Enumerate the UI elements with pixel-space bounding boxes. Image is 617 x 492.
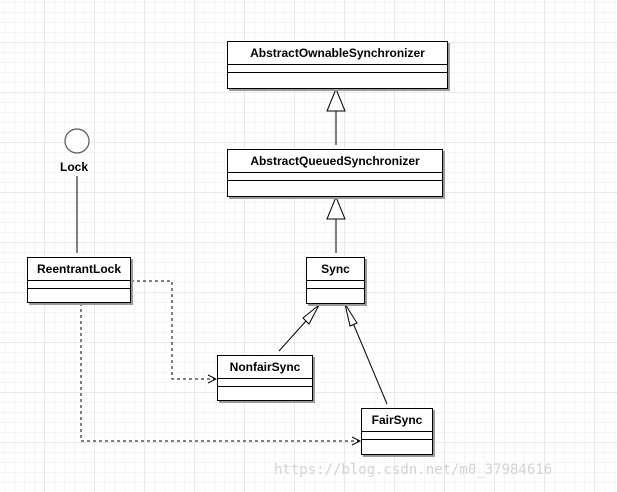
class-fair-sync: FairSync — [361, 408, 433, 455]
class-attributes-section — [218, 379, 312, 387]
nonfair-to-sync-line — [278, 320, 307, 352]
class-methods-section — [228, 73, 447, 80]
class-name: Sync — [307, 258, 364, 281]
reentrant-to-fair-dependency — [80, 303, 360, 441]
class-name: AbstractQueuedSynchronizer — [228, 150, 442, 173]
class-attributes-section — [307, 281, 364, 289]
reentrant-to-nonfair-dependency — [131, 280, 216, 379]
class-abstract-ownable-synchronizer: AbstractOwnableSynchronizer — [227, 41, 448, 89]
class-name: AbstractOwnableSynchronizer — [228, 42, 447, 65]
class-abstract-queued-synchronizer: AbstractQueuedSynchronizer — [227, 149, 443, 197]
fair-to-sync-line — [352, 322, 388, 405]
class-name: FairSync — [362, 409, 432, 432]
class-methods-section — [228, 181, 442, 188]
class-attributes-section — [28, 281, 130, 289]
class-attributes-section — [228, 65, 447, 73]
watermark-text: https://blog.csdn.net/m0_37984616 — [274, 462, 553, 478]
class-name: ReentrantLock — [28, 258, 130, 281]
class-methods-section — [362, 440, 432, 447]
class-name: NonfairSync — [218, 356, 312, 379]
lock-interface-label: Lock — [60, 160, 89, 174]
nonfair-to-sync-arrowhead — [302, 304, 320, 325]
lock-interface-circle — [64, 128, 90, 154]
class-reentrant-lock: ReentrantLock — [27, 257, 131, 303]
class-sync: Sync — [306, 257, 365, 304]
class-methods-section — [218, 387, 312, 394]
aqs-to-aos-arrowhead — [326, 87, 346, 112]
fair-to-sync-arrowhead — [344, 303, 358, 327]
class-attributes-section — [362, 432, 432, 440]
class-methods-section — [307, 289, 364, 296]
sync-to-aqs-arrowhead — [326, 195, 346, 220]
class-attributes-section — [228, 173, 442, 181]
class-nonfair-sync: NonfairSync — [217, 355, 313, 401]
class-methods-section — [28, 289, 130, 296]
